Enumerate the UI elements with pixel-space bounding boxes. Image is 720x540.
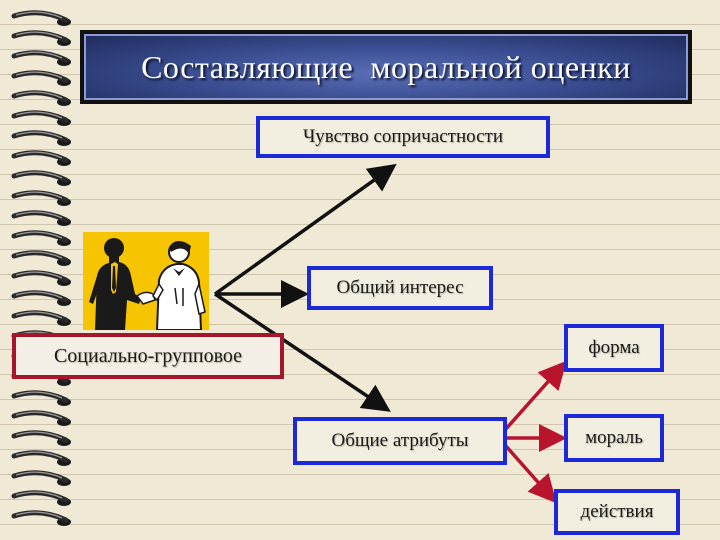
node-form: форма	[564, 324, 664, 372]
page-title: Составляющие моральной оценки	[141, 48, 631, 85]
arrow-to-attributes	[214, 292, 391, 412]
arrow-to-belonging	[213, 163, 397, 296]
node-source-label: Социально-групповое	[53, 344, 243, 367]
node-morality: мораль	[564, 414, 664, 462]
title-banner: Составляющие моральной оценки	[80, 30, 692, 104]
node-interest: Общий интерес	[307, 266, 493, 310]
node-belonging: Чувство сопричастности	[256, 116, 550, 158]
node-form-label: форма	[588, 337, 640, 358]
arrow-to-form	[503, 360, 567, 432]
node-belonging-label: Чувство сопричастности	[302, 126, 504, 147]
node-actions-label: действия	[580, 501, 654, 522]
node-morality-label: мораль	[585, 427, 643, 448]
node-attributes-label: Общие атрибуты	[331, 430, 469, 451]
node-source: Социально-групповое	[12, 333, 284, 379]
arrow-to-actions	[503, 443, 557, 504]
node-attributes: Общие атрибуты	[293, 417, 507, 465]
node-interest-label: Общий интерес	[336, 277, 464, 298]
handshake-people-icon	[83, 232, 209, 331]
node-actions: действия	[554, 489, 680, 535]
